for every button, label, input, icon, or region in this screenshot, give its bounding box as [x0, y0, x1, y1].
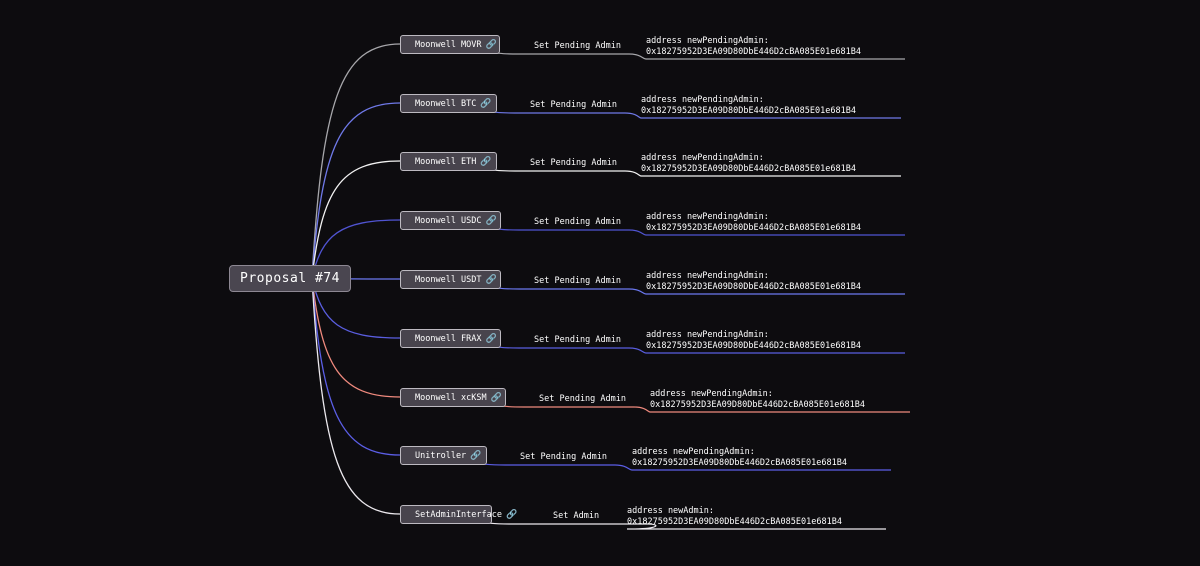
param-block-moonwell-usdt: address newPendingAdmin:0x18275952D3EA09…	[646, 271, 861, 293]
edge-root-moonwell-btc	[311, 102, 401, 279]
param-value: 0x18275952D3EA09D80DbE446D2cBA085E01e681…	[646, 223, 861, 233]
param-label: address newPendingAdmin:	[646, 36, 769, 46]
edge-root-moonwell-movr	[311, 43, 401, 279]
param-label: address newPendingAdmin:	[650, 389, 773, 399]
edge-root-unitroller	[311, 277, 401, 456]
contract-node-moonwell-xcksm[interactable]: Moonwell xcKSM🔗	[400, 388, 506, 407]
action-label-moonwell-xcksm: Set Pending Admin	[539, 394, 626, 404]
param-block-moonwell-usdc: address newPendingAdmin:0x18275952D3EA09…	[646, 212, 861, 234]
edge-detail-setadmininterface	[487, 522, 886, 530]
contract-node-moonwell-btc[interactable]: Moonwell BTC🔗	[400, 94, 497, 113]
contract-node-moonwell-usdt[interactable]: Moonwell USDT🔗	[400, 270, 501, 289]
param-value: 0x18275952D3EA09D80DbE446D2cBA085E01e681…	[641, 164, 856, 174]
contract-node-label: Moonwell USDC	[415, 215, 482, 226]
param-label: address newPendingAdmin:	[641, 95, 764, 105]
contract-node-moonwell-usdc[interactable]: Moonwell USDC🔗	[400, 211, 501, 230]
param-label: address newAdmin:	[627, 506, 714, 516]
edge-detail-moonwell-usdc	[496, 228, 905, 236]
edge-detail-moonwell-frax	[496, 346, 905, 354]
contract-node-moonwell-frax[interactable]: Moonwell FRAX🔗	[400, 329, 501, 348]
param-label: address newPendingAdmin:	[632, 447, 755, 457]
contract-node-moonwell-movr[interactable]: Moonwell MOVR🔗	[400, 35, 500, 54]
link-icon[interactable]: 🔗	[485, 215, 497, 226]
param-block-setadmininterface: address newAdmin:0x18275952D3EA09D80DbE4…	[627, 506, 842, 528]
param-value: 0x18275952D3EA09D80DbE446D2cBA085E01e681…	[646, 47, 861, 57]
edge-detail-unitroller	[482, 463, 891, 471]
edge-root-setadmininterface	[311, 277, 401, 515]
edge-root-moonwell-xcksm	[311, 277, 401, 398]
action-label-moonwell-usdc: Set Pending Admin	[534, 217, 621, 227]
param-label: address newPendingAdmin:	[646, 330, 769, 340]
param-value: 0x18275952D3EA09D80DbE446D2cBA085E01e681…	[646, 341, 861, 351]
param-block-moonwell-eth: address newPendingAdmin:0x18275952D3EA09…	[641, 153, 856, 175]
link-icon[interactable]: 🔗	[480, 156, 492, 167]
link-icon[interactable]: 🔗	[506, 509, 518, 520]
action-label-moonwell-eth: Set Pending Admin	[530, 158, 617, 168]
param-block-moonwell-xcksm: address newPendingAdmin:0x18275952D3EA09…	[650, 389, 865, 411]
param-label: address newPendingAdmin:	[646, 271, 769, 281]
link-icon[interactable]: 🔗	[485, 274, 497, 285]
action-label-setadmininterface: Set Admin	[553, 511, 600, 521]
edge-detail-moonwell-eth	[492, 169, 901, 177]
contract-node-setadmininterface[interactable]: SetAdminInterface 🔗	[400, 505, 517, 524]
action-label-moonwell-usdt: Set Pending Admin	[534, 276, 621, 286]
edge-root-moonwell-usdc	[311, 219, 401, 279]
contract-node-label: Moonwell FRAX	[415, 333, 482, 344]
link-icon[interactable]: 🔗	[485, 333, 497, 344]
param-value: 0x18275952D3EA09D80DbE446D2cBA085E01e681…	[650, 400, 865, 410]
link-icon[interactable]: 🔗	[480, 98, 492, 109]
edge-detail-moonwell-usdt	[496, 287, 905, 295]
link-icon[interactable]: 🔗	[490, 392, 502, 403]
contract-node-label: SetAdminInterface	[415, 509, 502, 520]
contract-node-label: Moonwell MOVR	[415, 39, 482, 50]
action-label-moonwell-movr: Set Pending Admin	[534, 41, 621, 51]
edge-detail-moonwell-movr	[495, 52, 905, 60]
param-block-moonwell-frax: address newPendingAdmin:0x18275952D3EA09…	[646, 330, 861, 352]
root-node-label: Proposal #74	[240, 271, 340, 286]
param-value: 0x18275952D3EA09D80DbE446D2cBA085E01e681…	[646, 282, 861, 292]
contract-node-label: Moonwell ETH	[415, 156, 477, 167]
param-block-moonwell-movr: address newPendingAdmin:0x18275952D3EA09…	[646, 36, 861, 58]
edge-root-moonwell-eth	[311, 160, 401, 279]
param-label: address newPendingAdmin:	[646, 212, 769, 222]
link-icon[interactable]: 🔗	[470, 450, 482, 461]
param-value: 0x18275952D3EA09D80DbE446D2cBA085E01e681…	[641, 106, 856, 116]
root-node-proposal[interactable]: Proposal #74	[229, 265, 351, 292]
link-icon[interactable]: 🔗	[485, 39, 497, 50]
contract-node-label: Moonwell USDT	[415, 274, 482, 285]
action-label-unitroller: Set Pending Admin	[520, 452, 607, 462]
contract-node-label: Moonwell BTC	[415, 98, 477, 109]
param-label: address newPendingAdmin:	[641, 153, 764, 163]
contract-node-label: Moonwell xcKSM	[415, 392, 487, 403]
action-label-moonwell-frax: Set Pending Admin	[534, 335, 621, 345]
edge-detail-moonwell-xcksm	[501, 405, 910, 413]
edge-detail-moonwell-btc	[492, 111, 901, 119]
param-block-moonwell-btc: address newPendingAdmin:0x18275952D3EA09…	[641, 95, 856, 117]
action-label-moonwell-btc: Set Pending Admin	[530, 100, 617, 110]
contract-node-unitroller[interactable]: Unitroller🔗	[400, 446, 487, 465]
contract-node-label: Unitroller	[415, 450, 467, 461]
param-block-unitroller: address newPendingAdmin:0x18275952D3EA09…	[632, 447, 847, 469]
param-value: 0x18275952D3EA09D80DbE446D2cBA085E01e681…	[627, 517, 842, 527]
param-value: 0x18275952D3EA09D80DbE446D2cBA085E01e681…	[632, 458, 847, 468]
contract-node-moonwell-eth[interactable]: Moonwell ETH🔗	[400, 152, 497, 171]
